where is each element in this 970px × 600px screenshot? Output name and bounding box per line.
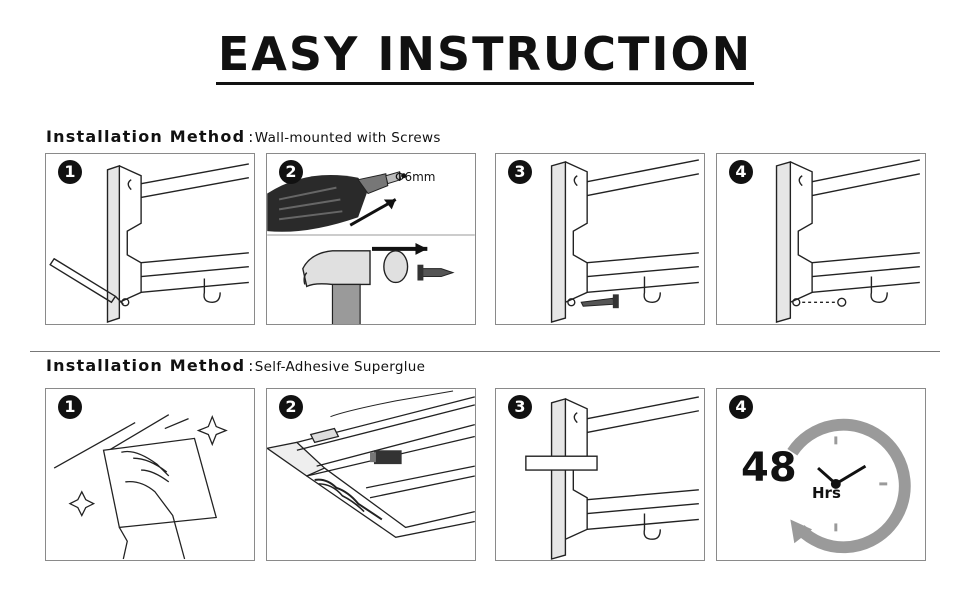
- mount-rack-illustration: [775, 159, 920, 323]
- cure-hours-unit: Hrs: [812, 484, 841, 502]
- section-adhesive-label: Installation Method:Self-Adhesive Superg…: [46, 356, 425, 375]
- mark-hole-illustration: [49, 163, 249, 323]
- page-title: EASY INSTRUCTION: [0, 26, 970, 85]
- wall-step-3-panel: 3: [495, 153, 705, 325]
- section-separator: :: [248, 128, 254, 146]
- section-heading: Installation Method: [46, 127, 246, 146]
- step-badge: 4: [729, 395, 753, 419]
- drill-and-hammer-illustration: [267, 154, 475, 324]
- step-badge: 2: [279, 160, 303, 184]
- step-badge: 2: [279, 395, 303, 419]
- step-badge: 1: [58, 395, 82, 419]
- section-method: Wall-mounted with Screws: [254, 130, 441, 146]
- step-badge: 3: [508, 160, 532, 184]
- wall-step-4-panel: 4: [716, 153, 926, 325]
- wall-step-2-panel: 2 Φ6mm: [266, 153, 476, 325]
- clean-wall-illustration: [53, 414, 228, 560]
- drill-size-label: Φ6mm: [395, 170, 436, 184]
- glue-step-2-panel: 2: [266, 388, 476, 561]
- section-separator: :: [248, 357, 254, 375]
- cure-hours-number: 48: [741, 445, 797, 491]
- step-badge: 4: [729, 160, 753, 184]
- apply-glue-illustration: [267, 390, 475, 538]
- glue-step-3-panel: 3: [495, 388, 705, 561]
- press-bracket-illustration: [525, 396, 699, 560]
- insert-screw-illustration: [550, 159, 699, 323]
- step-badge: 3: [508, 395, 532, 419]
- section-heading: Installation Method: [46, 356, 246, 375]
- section-method: Self-Adhesive Superglue: [254, 359, 426, 375]
- section-wall-mounted-label: Installation Method:Wall-mounted with Sc…: [46, 127, 441, 146]
- page-title-text: EASY INSTRUCTION: [215, 26, 755, 85]
- glue-step-4-panel: 4 48 Hrs: [716, 388, 926, 561]
- glue-step-1-panel: 1: [45, 388, 255, 561]
- step-badge: 1: [58, 160, 82, 184]
- clock-icon: [787, 418, 911, 554]
- wall-step-1-panel: 1: [45, 153, 255, 325]
- section-divider: [30, 351, 940, 352]
